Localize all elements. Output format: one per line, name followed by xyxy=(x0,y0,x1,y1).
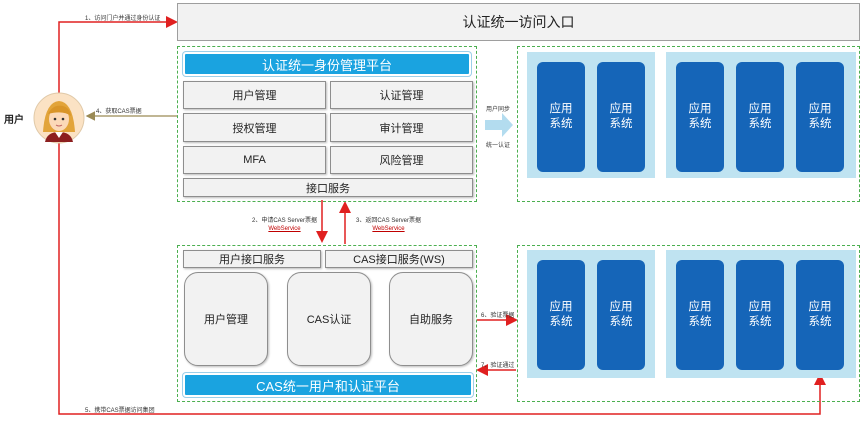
idp-module-user-mgmt: 用户管理 xyxy=(183,81,326,109)
step1-label: 1、访问门户并通过身份认证 xyxy=(85,16,161,22)
app-system-box: 应用系统 xyxy=(597,260,645,370)
step5-label: 5、携带CAS票据访问集团 xyxy=(85,408,155,414)
idp-module-auth-mgmt: 认证管理 xyxy=(330,81,473,109)
step3-line2: WebService xyxy=(372,226,405,232)
person-icon xyxy=(33,92,85,144)
cas-module-self-service: 自助服务 xyxy=(389,272,473,366)
cas-ws-interface: CAS接口服务(WS) xyxy=(325,250,473,268)
sync-block-arrow xyxy=(485,113,513,137)
app-system-box: 应用系统 xyxy=(736,260,784,370)
sync-label-1: 用户同步 xyxy=(486,107,511,113)
idp-module-audit: 审计管理 xyxy=(330,113,473,142)
entry-bar: 认证统一访问入口 xyxy=(177,3,860,41)
user-label: 用户 xyxy=(4,115,24,126)
cas-user-interface: 用户接口服务 xyxy=(183,250,321,268)
app-area-bottom xyxy=(517,245,860,402)
step7-label: 7、验证通过 xyxy=(481,363,515,369)
user-avatar xyxy=(33,92,85,144)
cas-module-cas-auth: CAS认证 xyxy=(287,272,371,366)
identity-platform xyxy=(177,46,477,202)
idp-module-risk: 风险管理 xyxy=(330,146,473,174)
step2-line1: 2、申请CAS Server票据 xyxy=(252,218,318,224)
app-system-box: 应用系统 xyxy=(537,62,585,172)
step4-label: 4、获取CAS票据 xyxy=(96,109,142,115)
identity-platform-title: 认证统一身份管理平台 xyxy=(183,52,471,76)
idp-module-mfa: MFA xyxy=(183,146,326,174)
cas-module-user-mgmt: 用户管理 xyxy=(184,272,268,366)
step6-label: 6、验证票据 xyxy=(481,313,515,319)
entry-label: 认证统一访问入口 xyxy=(462,14,575,30)
app-system-box: 应用系统 xyxy=(597,62,645,172)
sync-label-2: 统一认证 xyxy=(486,143,511,149)
cas-platform xyxy=(177,245,477,402)
idp-interface-service: 接口服务 xyxy=(183,178,473,197)
step3-label: 3、返回CAS Server票据 WebService xyxy=(356,217,421,233)
arrow-step5 xyxy=(58,140,826,415)
step3-line1: 3、返回CAS Server票据 xyxy=(356,218,422,224)
app-system-box: 应用系统 xyxy=(796,260,844,370)
app-system-box: 应用系统 xyxy=(676,260,724,370)
arrow-step1 xyxy=(58,16,178,93)
app-system-box: 应用系统 xyxy=(736,62,784,172)
app-system-box: 应用系统 xyxy=(796,62,844,172)
app-area-top xyxy=(517,46,860,202)
app-system-box: 应用系统 xyxy=(537,260,585,370)
cas-platform-title: CAS统一用户和认证平台 xyxy=(183,373,473,397)
step2-label: 2、申请CAS Server票据 WebService xyxy=(252,217,317,233)
step2-line2: WebService xyxy=(268,226,301,232)
app-system-box: 应用系统 xyxy=(676,62,724,172)
idp-module-authorization: 授权管理 xyxy=(183,113,326,142)
